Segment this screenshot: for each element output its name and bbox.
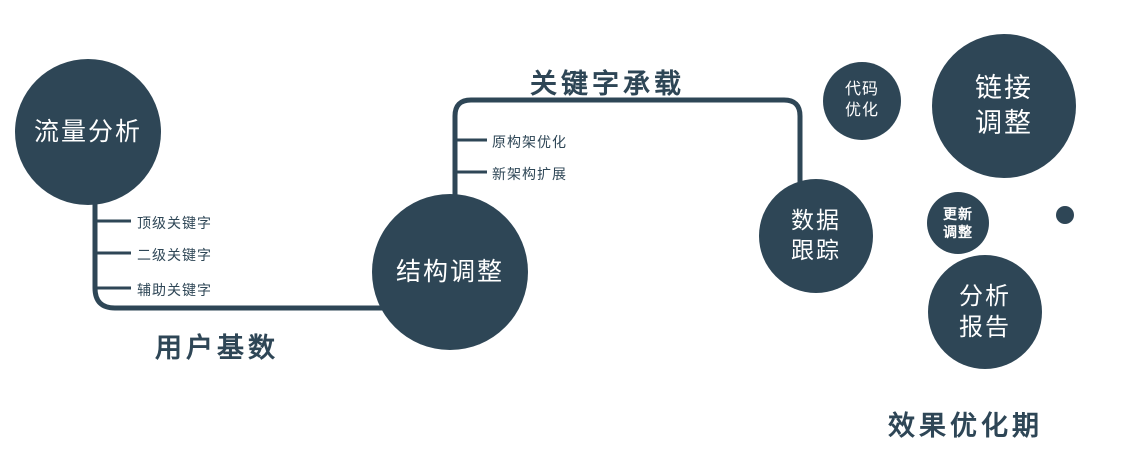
node-code-optimization-line1: 代码 [844, 81, 879, 99]
node-analysis-report-line2: 报告 [959, 314, 1011, 341]
node-link-adjustment-line1: 链接 [975, 72, 1033, 103]
node-data-tracking-line2: 跟踪 [791, 237, 841, 263]
structure-branch-label-2: 新架构扩展 [492, 166, 567, 182]
node-traffic-analysis-label: 流量分析 [33, 117, 142, 146]
node-structure-adjust-label: 结构调整 [395, 257, 504, 286]
connector-structure-to-tracking [452, 97, 803, 198]
node-code-optimization: 代码 优化 [823, 62, 901, 140]
node-structure-adjust: 结构调整 [372, 194, 528, 350]
node-update-adjustment: 更新 调整 [927, 192, 989, 254]
traffic-branch-label-3: 辅助关键字 [137, 282, 212, 298]
node-analysis-report-line1: 分析 [959, 282, 1011, 310]
node-link-adjustment: 链接 调整 [932, 34, 1076, 178]
edge-label-keyword-bearing: 关键字承载 [530, 69, 685, 99]
node-link-adjustment-line2: 调整 [975, 108, 1033, 138]
traffic-branch-label-1: 顶级关键字 [137, 215, 212, 231]
footer-label-effect-optimization: 效果优化期 [888, 411, 1043, 441]
dot-bullet [1056, 206, 1074, 224]
node-data-tracking: 数据 跟踪 [759, 179, 873, 293]
node-data-tracking-line1: 数据 [791, 207, 841, 234]
node-update-adjustment-line1: 更新 [943, 205, 973, 222]
node-update-adjustment-line2: 调整 [943, 224, 973, 240]
node-code-optimization-line2: 优化 [844, 102, 879, 119]
traffic-branch-label-2: 二级关键字 [137, 247, 212, 263]
edge-label-user-base: 用户基数 [155, 333, 279, 363]
structure-branch-label-1: 原构架优化 [492, 134, 567, 150]
node-analysis-report: 分析 报告 [928, 255, 1042, 369]
node-traffic-analysis: 流量分析 [15, 59, 161, 205]
